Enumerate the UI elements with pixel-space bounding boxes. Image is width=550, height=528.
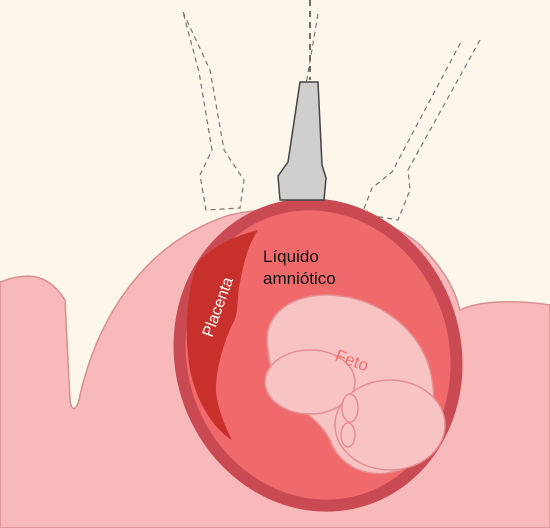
- label-liquido-line1: Líquido: [263, 247, 319, 266]
- label-liquido-line2: amniótico: [263, 269, 336, 288]
